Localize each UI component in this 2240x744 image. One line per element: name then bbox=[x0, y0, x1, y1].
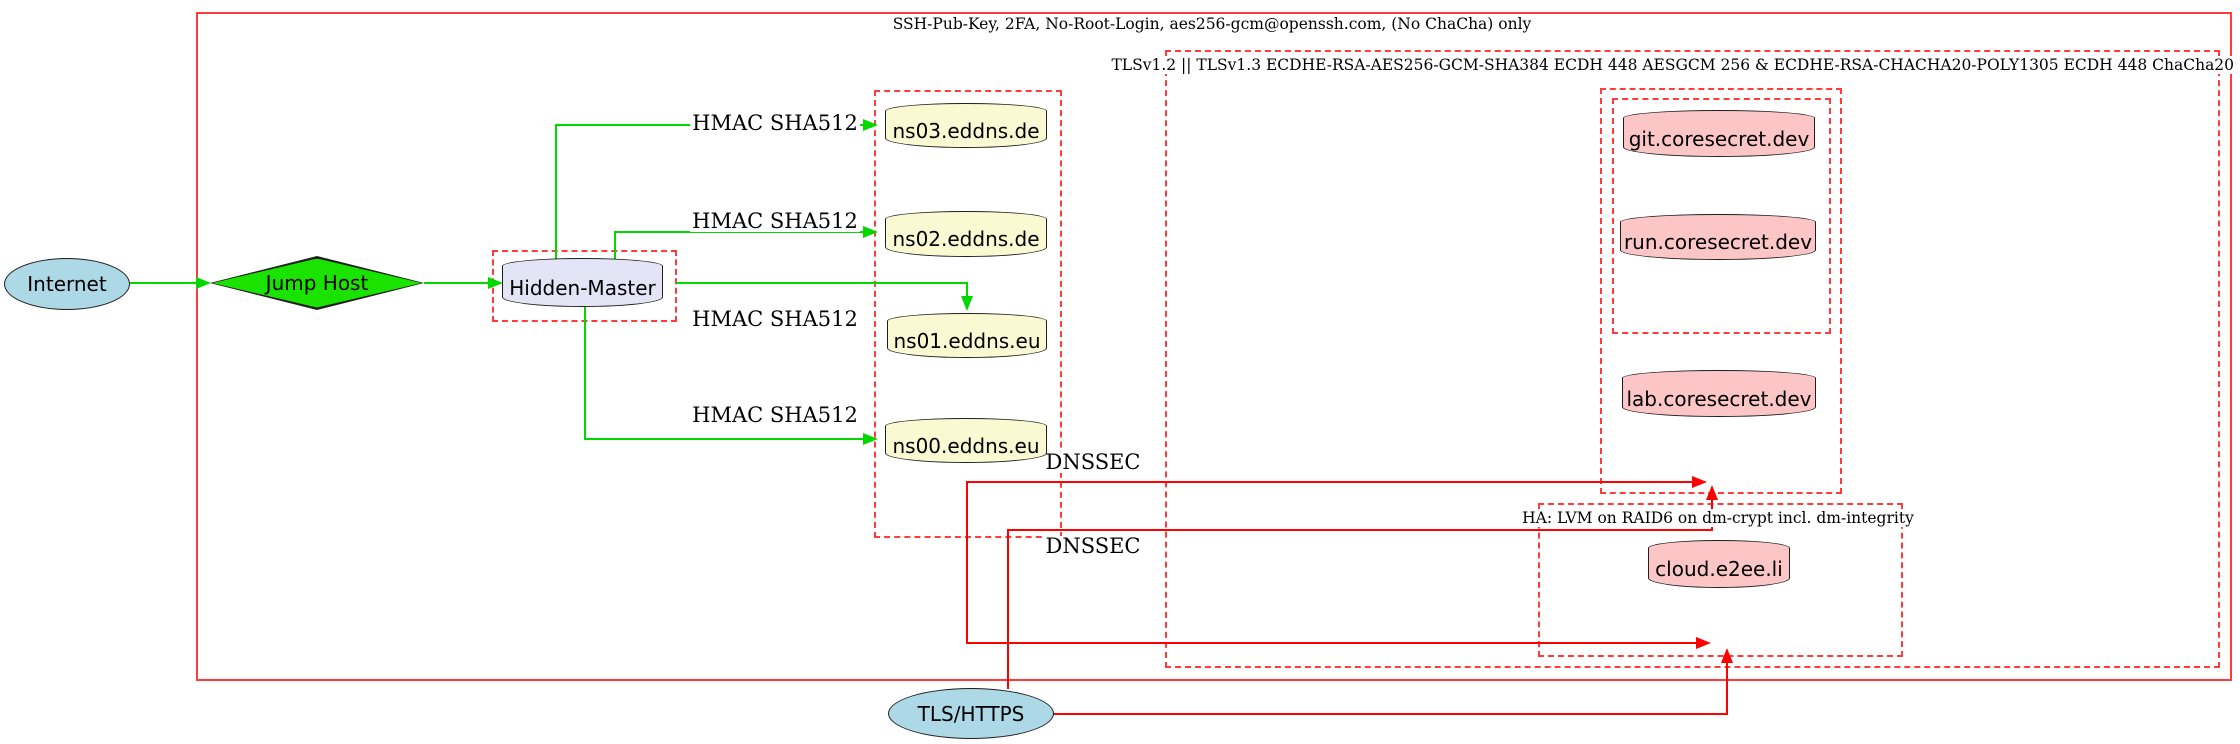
ha-cluster-title: HA: LVM on RAID6 on dm-crypt incl. dm-in… bbox=[1519, 509, 1917, 527]
ha-cluster-box bbox=[1538, 503, 1903, 657]
ssh-cluster-box bbox=[196, 12, 2232, 681]
hidden-master-node-label: Hidden-Master bbox=[509, 275, 656, 300]
arrowhead bbox=[1721, 648, 1733, 663]
arrowhead bbox=[488, 277, 503, 289]
coresecret-cluster-box bbox=[1600, 88, 1842, 494]
edge-label-hmac-4: HMAC SHA512 bbox=[690, 403, 860, 427]
git-node-label: git.coresecret.dev bbox=[1628, 126, 1810, 151]
arrowhead bbox=[196, 277, 211, 289]
edge-line bbox=[966, 282, 968, 298]
tls-https-node-label: TLS/HTTPS bbox=[917, 701, 1025, 726]
arrowhead bbox=[863, 226, 878, 238]
edge-line bbox=[1007, 529, 1713, 531]
git-node: git.coresecret.dev bbox=[1623, 110, 1815, 157]
edge-line bbox=[424, 282, 490, 284]
edge-line bbox=[128, 282, 198, 284]
edge-line bbox=[1007, 529, 1009, 689]
ns01-node-label: ns01.eddns.eu bbox=[893, 328, 1041, 353]
ns00-node: ns00.eddns.eu bbox=[885, 418, 1047, 463]
edge-label-hmac-1: HMAC SHA512 bbox=[690, 111, 860, 135]
edge-line bbox=[966, 481, 1694, 483]
coresecret-inner-cluster-box bbox=[1612, 98, 1831, 334]
edge-line bbox=[555, 124, 557, 262]
ns02-node: ns02.eddns.de bbox=[885, 211, 1047, 257]
edge-line bbox=[614, 231, 865, 233]
ns03-node-label: ns03.eddns.de bbox=[892, 118, 1040, 143]
edge-line bbox=[614, 231, 616, 263]
cloud-node: cloud.e2ee.li bbox=[1648, 540, 1790, 588]
arrowhead bbox=[1706, 485, 1718, 500]
jump-host-node: Jump Host bbox=[210, 256, 424, 310]
cloud-node-label: cloud.e2ee.li bbox=[1655, 557, 1783, 581]
internet-node: Internet bbox=[4, 258, 130, 310]
tls-cluster-title: TLSv1.2 || TLSv1.3 ECDHE-RSA-AES256-GCM-… bbox=[1108, 56, 2240, 74]
edge-label-dnssec-1: DNSSEC bbox=[1043, 450, 1143, 474]
arrowhead bbox=[1696, 637, 1711, 649]
arrowhead bbox=[1692, 476, 1707, 488]
edge-line bbox=[584, 438, 865, 440]
edge-line bbox=[966, 481, 968, 644]
edge-line bbox=[584, 305, 586, 440]
edge-label-hmac-3: HMAC SHA512 bbox=[690, 307, 860, 331]
edge-label-hmac-2: HMAC SHA512 bbox=[690, 209, 860, 233]
edge-line bbox=[966, 642, 1698, 644]
nameserver-cluster-box bbox=[874, 90, 1062, 538]
lab-node-label: lab.coresecret.dev bbox=[1626, 386, 1812, 411]
ns03-node: ns03.eddns.de bbox=[885, 103, 1047, 148]
arrowhead bbox=[863, 433, 878, 445]
tls-cluster-box bbox=[1165, 50, 2220, 668]
ssh-cluster-title: SSH-Pub-Key, 2FA, No-Root-Login, aes256-… bbox=[889, 15, 1535, 33]
tls-https-node: TLS/HTTPS bbox=[888, 688, 1054, 739]
ns01-node: ns01.eddns.eu bbox=[887, 313, 1047, 358]
lab-node: lab.coresecret.dev bbox=[1622, 370, 1816, 417]
arrowhead bbox=[961, 296, 973, 311]
hidden-master-node: Hidden-Master bbox=[502, 258, 663, 307]
internet-node-label: Internet bbox=[27, 272, 107, 296]
arrowhead bbox=[863, 119, 878, 131]
ns00-node-label: ns00.eddns.eu bbox=[892, 433, 1040, 458]
run-node-label: run.coresecret.dev bbox=[1623, 230, 1813, 254]
edge-line bbox=[676, 282, 968, 284]
edge-label-dnssec-2: DNSSEC bbox=[1043, 534, 1143, 558]
edge-line bbox=[1726, 661, 1728, 714]
run-node: run.coresecret.dev bbox=[1620, 214, 1816, 260]
edge-line bbox=[1050, 713, 1728, 715]
ns02-node-label: ns02.eddns.de bbox=[892, 227, 1040, 251]
jump-host-node-label: Jump Host bbox=[265, 271, 369, 295]
